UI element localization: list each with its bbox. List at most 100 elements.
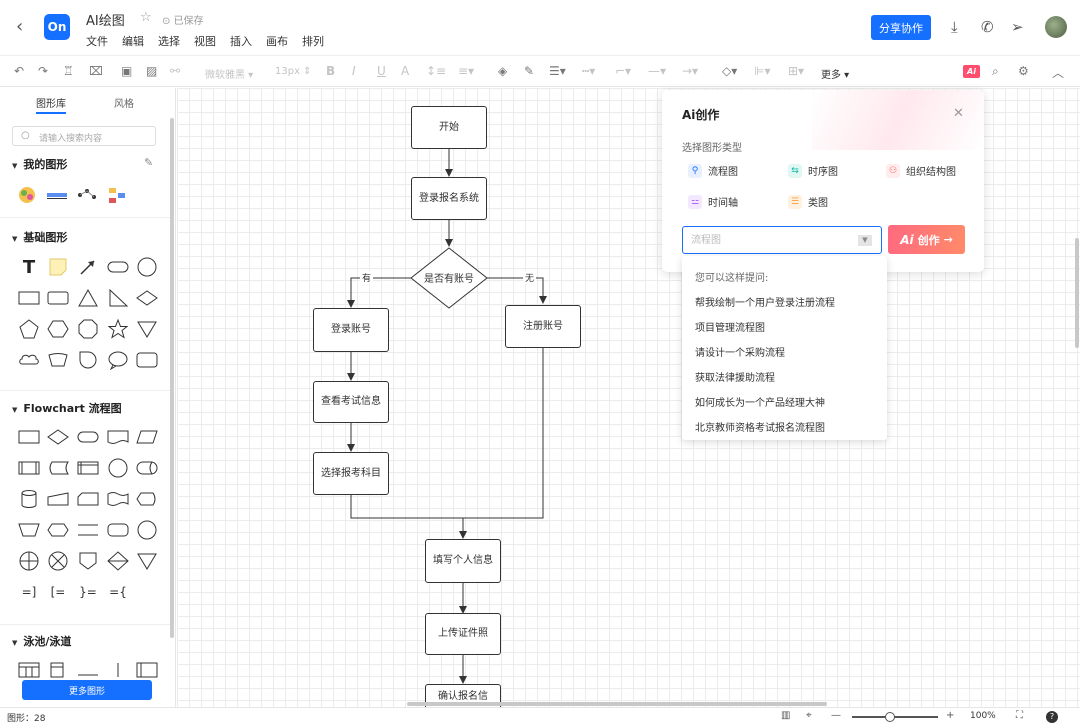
line-width-icon[interactable]: ☰▾ — [549, 64, 566, 78]
distribute-icon[interactable]: ⊫▾ — [754, 64, 771, 78]
edit-icon[interactable]: ✎ — [144, 156, 154, 169]
brace-right-shape[interactable]: }= — [79, 585, 97, 599]
tab-style[interactable]: 风格 — [114, 99, 134, 110]
line-end-icon[interactable]: —▾ — [648, 64, 667, 78]
brace-left-shape[interactable]: ={ — [109, 585, 127, 599]
loop-limit-shape[interactable] — [107, 519, 129, 541]
image-icon[interactable]: ▨ — [146, 64, 158, 78]
direct-data-shape[interactable] — [136, 457, 158, 479]
zoom-slider[interactable] — [852, 716, 938, 718]
zoom-in-icon[interactable]: + — [946, 710, 955, 721]
arrow-style-icon[interactable]: →▾ — [682, 64, 699, 78]
decision-diamond[interactable] — [410, 247, 488, 309]
section-flowchart[interactable]: ▼Flowchart 流程图 — [12, 400, 122, 416]
fullscreen-icon[interactable]: ⛶ — [1016, 710, 1023, 721]
trapezoid-curve-shape[interactable] — [47, 349, 69, 371]
line-spacing-icon[interactable]: ↕≡ — [426, 64, 447, 78]
manual-input-shape[interactable] — [47, 488, 69, 510]
type-flowchart[interactable]: ⚲ 流程图 — [688, 163, 738, 178]
menu-view[interactable]: 视图 — [194, 35, 216, 48]
separator-h-shape[interactable] — [77, 658, 99, 680]
text-shape[interactable]: T — [22, 256, 36, 278]
suggestion-item[interactable]: 如何成长为一个产品经理大神 — [695, 398, 825, 409]
send-icon[interactable]: ➢ — [1011, 18, 1024, 36]
node-select-subject[interactable]: 选择报考科目 — [313, 452, 389, 495]
search-input[interactable]: 请输入搜索内容 — [39, 134, 103, 144]
off-page-connector-shape[interactable] — [77, 550, 99, 572]
connector-circle-shape[interactable] — [107, 457, 129, 479]
predefined-process-shape[interactable] — [18, 457, 40, 479]
clear-format-icon[interactable]: ⌧ — [89, 64, 103, 78]
cloud-shape[interactable] — [18, 349, 40, 371]
node-has-account[interactable]: 是否有账号 — [424, 274, 474, 285]
note-shape[interactable] — [47, 256, 69, 278]
help-icon[interactable]: ? — [1046, 711, 1058, 723]
speech-bubble-shape[interactable] — [107, 349, 129, 371]
tab-shape-library[interactable]: 图形库 — [36, 99, 66, 110]
edge-decision-yes[interactable] — [347, 277, 411, 308]
bold-icon[interactable]: B — [326, 64, 336, 78]
ai-icon[interactable]: Ai — [963, 65, 980, 78]
font-size-select[interactable]: 13px ⇕ — [275, 66, 312, 77]
node-upload-id[interactable]: 上传证件照 — [425, 613, 501, 655]
type-org-chart[interactable]: ⚇ 组织结构图 — [886, 163, 956, 178]
close-icon[interactable]: ✕ — [953, 106, 964, 121]
section-my-shapes[interactable]: ▼我的图形 — [12, 156, 67, 172]
dropdown-icon[interactable]: ▼ — [858, 235, 872, 246]
swimlane-v-shape[interactable] — [47, 658, 69, 680]
line-style-icon[interactable]: ┅▾ — [582, 64, 596, 78]
menu-select[interactable]: 选择 — [158, 35, 180, 48]
drop-shape[interactable] — [77, 349, 99, 371]
menu-arrange[interactable]: 排列 — [302, 35, 324, 48]
hexagon-shape[interactable] — [47, 318, 69, 340]
card-shape[interactable] — [136, 349, 158, 371]
separator-v-shape[interactable] — [107, 658, 129, 680]
rect-shape[interactable] — [18, 287, 40, 309]
star-shape[interactable] — [107, 318, 129, 340]
image-frame-icon[interactable]: ▣ — [121, 64, 133, 78]
share-button[interactable]: 分享协作 — [871, 15, 931, 40]
stored-data-shape[interactable] — [47, 457, 69, 479]
menu-insert[interactable]: 插入 — [230, 35, 252, 48]
type-timeline[interactable]: ⚍ 时间轴 — [688, 194, 738, 209]
italic-icon[interactable]: I — [352, 64, 356, 78]
map-icon[interactable]: ⌖ — [806, 710, 812, 721]
redo-icon[interactable]: ↷ — [38, 64, 49, 78]
my-shape-3[interactable] — [76, 184, 98, 206]
more-menu[interactable]: 更多 ▾ — [821, 70, 850, 81]
node-view-info[interactable]: 查看考试信息 — [313, 381, 389, 423]
type-sequence[interactable]: ⇆ 时序图 — [788, 163, 838, 178]
shape-search[interactable]: ○ 请输入搜索内容 — [12, 126, 156, 146]
card-flow-shape[interactable] — [77, 488, 99, 510]
node-register[interactable]: 注册账号 — [505, 305, 581, 348]
merge-shape[interactable] — [136, 550, 158, 572]
suggestion-item[interactable]: 帮我绘制一个用户登录注册流程 — [695, 298, 835, 309]
format-painter-icon[interactable]: ♖ — [63, 64, 74, 78]
phone-icon[interactable]: ✆ — [981, 18, 994, 36]
right-triangle-shape[interactable] — [107, 287, 129, 309]
layer-icon[interactable]: ◇▾ — [722, 64, 738, 78]
node-fill-info[interactable]: 填写个人信息 — [425, 539, 501, 583]
terminator-shape[interactable] — [77, 426, 99, 448]
link-icon[interactable]: ⚯ — [170, 64, 181, 78]
node-login-account[interactable]: 登录账号 — [313, 308, 389, 352]
diamond-shape[interactable] — [136, 287, 158, 309]
database-shape[interactable] — [18, 488, 40, 510]
font-select[interactable]: 微软雅黑 ▾ — [205, 70, 254, 81]
or-shape[interactable] — [47, 550, 69, 572]
tape-shape[interactable] — [107, 488, 129, 510]
zoom-slider-handle[interactable] — [885, 712, 895, 722]
suggestion-item[interactable]: 北京教师资格考试报名流程图 — [695, 423, 825, 434]
suggestion-item[interactable]: 获取法律援助流程 — [695, 373, 775, 384]
canvas-horizontal-scrollbar[interactable] — [407, 702, 827, 706]
manual-operation-shape[interactable] — [18, 519, 40, 541]
document-shape[interactable] — [107, 426, 129, 448]
menu-edit[interactable]: 编辑 — [122, 35, 144, 48]
find-icon[interactable]: ⌕ — [992, 64, 999, 78]
underline-icon[interactable]: U — [377, 64, 386, 78]
more-shapes-button[interactable]: 更多图形 — [22, 680, 152, 700]
octagon-shape[interactable] — [77, 318, 99, 340]
document-title[interactable]: AI绘图 — [86, 14, 125, 29]
ai-prompt-field[interactable]: ▼ — [682, 226, 882, 254]
annotation-left-shape[interactable]: [= — [50, 585, 66, 599]
